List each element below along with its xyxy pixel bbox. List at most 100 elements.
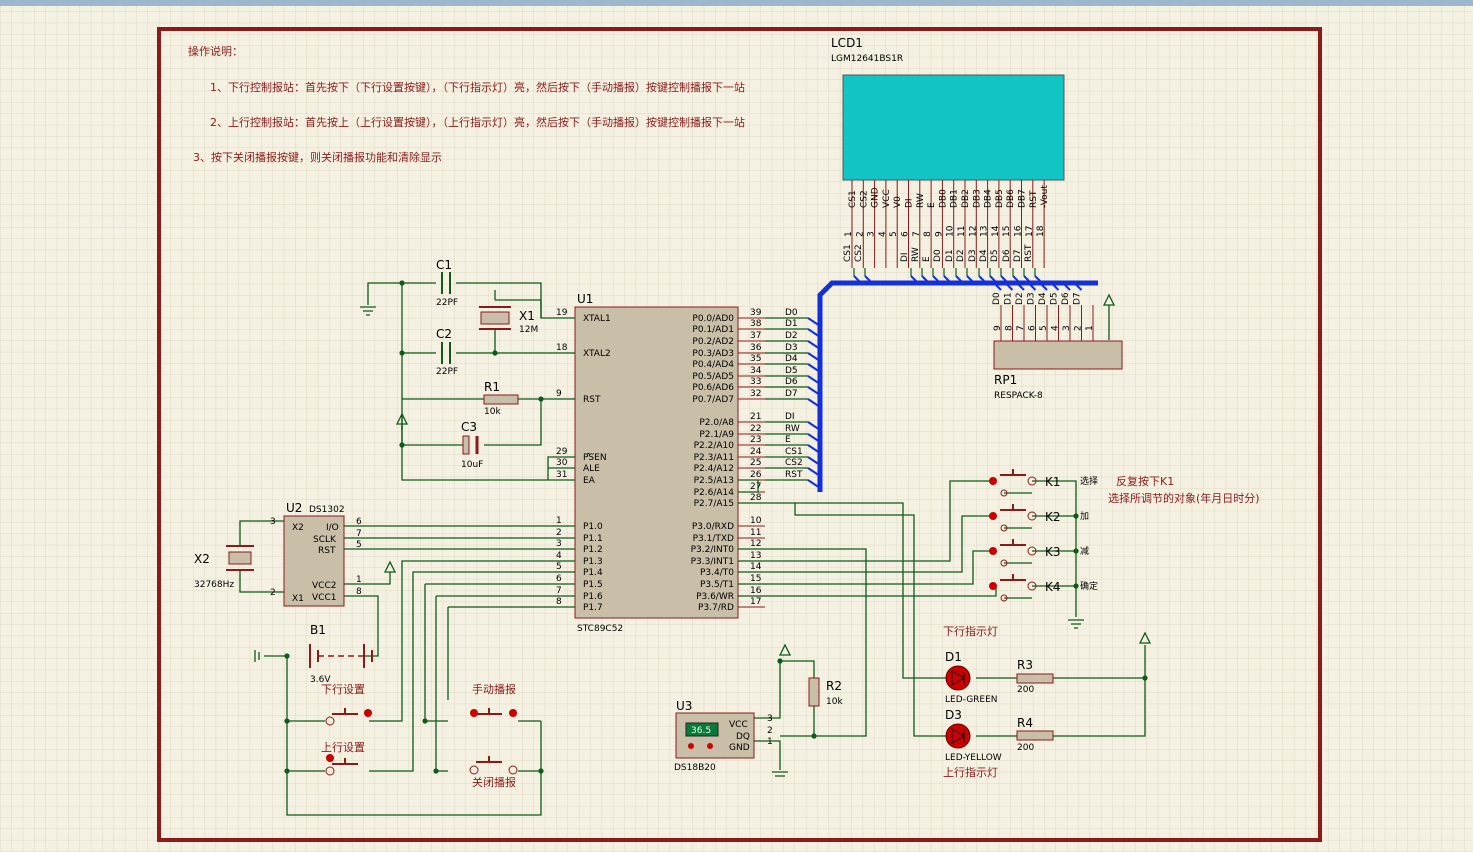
mcu-right-pin-name: P3.7/RD	[698, 603, 734, 613]
notes-line-1: 1、下行控制报站：首先按下（下行设置按键），（下行指示灯）亮，然后按下（手动播报…	[210, 80, 745, 94]
mcu-left-pin-name: ALE	[583, 464, 600, 474]
mcu-right-pin-num: 37	[750, 331, 761, 341]
lcd-pin-num: 3	[867, 231, 877, 237]
power-symbols	[254, 293, 1152, 777]
close-broadcast-button[interactable]: 关闭播报	[469, 756, 518, 789]
led-d1[interactable]: 下行指示灯 D1 LED-GREEN	[943, 624, 998, 705]
rp1-net-label: D1	[1004, 292, 1014, 305]
mcu-right-pin-num: 17	[750, 597, 761, 607]
c1-capacitor[interactable]: C1 22PF	[436, 258, 458, 308]
mcu-bus-entry	[807, 363, 821, 373]
sensor-pin-dq: DQ	[736, 732, 750, 742]
mcu-right-pin-num: 25	[750, 458, 761, 468]
lcd-pin-name: RW	[916, 193, 926, 208]
mcu-right-pin-name: P0.3/AD3	[692, 349, 734, 359]
mcu-left-pin-num: 29	[556, 447, 568, 457]
lcd-net-label: CS1	[843, 244, 853, 262]
key-actuator	[1000, 469, 1026, 476]
rp1-net-label: D0	[992, 292, 1002, 305]
mcu-right-pin-name: P3.0/RXD	[692, 522, 734, 532]
lcd-pin-name: DB4	[984, 189, 994, 208]
lcd-net-label: D7	[1013, 249, 1023, 262]
r1-resistor[interactable]: R1 10k	[483, 380, 519, 417]
c3-capacitor[interactable]: C3 10uF	[461, 420, 483, 470]
mcu-right-pin-num: 14	[750, 562, 762, 572]
rtc-num-sclk: 7	[356, 529, 362, 539]
key-contact-lower	[1000, 594, 1008, 602]
mcu-net-label: CS1	[785, 447, 803, 457]
lcd-pin-name: RST	[1029, 190, 1039, 208]
mcu-bus-entry	[807, 421, 821, 431]
led-d3[interactable]: D3 LED-YELLOW 上行指示灯	[943, 708, 1002, 779]
lcd-pin-num: 7	[912, 231, 922, 237]
c3-ref: C3	[461, 420, 477, 434]
sensor-pin-vcc: VCC	[729, 720, 748, 730]
mcu-left-pin-name: XTAL2	[583, 349, 611, 359]
mcu-left-pin-num: 5	[556, 562, 562, 572]
lcd-pin-name: E	[927, 202, 937, 208]
battery-b1[interactable]: B1 3.6V	[309, 623, 373, 685]
lcd-pin-num: 9	[934, 231, 944, 237]
key-ref: K2	[1045, 510, 1061, 524]
key-actuator	[1000, 539, 1026, 546]
rtc-ds1302[interactable]: U2 DS1302 X2 X1 I/O SCLK RST VCC2 VCC1 3…	[270, 501, 362, 607]
lcd-pin-num: 1	[844, 231, 854, 237]
mcu-bus-entry	[807, 398, 821, 408]
r4-resistor[interactable]: R4 200	[1016, 716, 1054, 753]
rtc-pin-vcc1: VCC1	[312, 593, 336, 603]
lcd-pin-num: 8	[923, 231, 933, 237]
rp1-bus-entry	[1074, 283, 1083, 291]
rp1-ref: RP1	[994, 373, 1017, 387]
mcu-right-pin-name: P2.2/A10	[694, 441, 735, 451]
rtc-pin-x2: X2	[292, 523, 304, 533]
mcu-left-pin-name: P1.6	[583, 592, 603, 602]
key-contact-left	[989, 582, 997, 590]
d3-caption: 上行指示灯	[943, 765, 998, 779]
c1-ref: C1	[436, 258, 452, 272]
r2-resistor[interactable]: R2 10k	[808, 677, 843, 707]
r3-value: 200	[1017, 685, 1034, 695]
mcu-right-pin-num: 16	[750, 586, 762, 596]
x2-crystal[interactable]: X2 32768Hz	[194, 545, 254, 590]
rp1-pin-num: 4	[1051, 325, 1061, 331]
rtc-ref: U2	[286, 501, 302, 515]
mcu-right-pin-name: P3.5/T1	[700, 580, 734, 590]
lcd-net-label: D1	[945, 249, 955, 262]
rtc-pin-sclk: SCLK	[313, 535, 337, 545]
rp1-net-label: D5	[1050, 292, 1060, 305]
r3-resistor[interactable]: R3 200	[1016, 658, 1054, 695]
lcd-pin-name: DB5	[995, 189, 1005, 208]
mcu-right-pin-num: 33	[750, 377, 761, 387]
mcu-bus-entry	[807, 375, 821, 385]
lcd-net-label: CS2	[854, 244, 864, 262]
x1-crystal[interactable]: X1 12M	[479, 306, 538, 335]
notes-line-2: 2、上行控制报站：首先按上（上行设置按键），（上行指示灯）亮，然后按下（手动播报…	[210, 115, 745, 129]
left-buttons[interactable]: 下行设置 上行设置 手动播报 关闭播报	[321, 682, 518, 789]
manual-broadcast-button[interactable]: 手动播报	[470, 682, 517, 717]
sensor-ds18b20[interactable]: U3 36.5 VCC DQ GND 3 2 1 DS18B20	[674, 699, 773, 773]
x2-ref: X2	[194, 552, 210, 566]
lcd-net-label: D5	[990, 249, 1000, 262]
sensor-num-dq: 2	[767, 726, 773, 736]
mcu-left-pin-name: XTAL1	[583, 314, 611, 324]
lcd-pin-name: CS2	[859, 190, 869, 208]
lcd-module[interactable]: LCD1 LGM12641BS1R CS11CS22GND3VCC4V05DI6…	[831, 36, 1065, 284]
mcu-right-pin-num: 27	[750, 482, 761, 492]
key-ref: K4	[1045, 580, 1061, 594]
mcu-net-label: D0	[785, 308, 798, 318]
mcu-right-pin-num: 32	[750, 389, 761, 399]
down-set-button[interactable]: 下行设置	[321, 683, 372, 726]
mcu-bus-entry	[807, 328, 821, 338]
close-label: 关闭播报	[472, 775, 516, 789]
c2-capacitor[interactable]: C2 22PF	[436, 327, 458, 377]
up-set-button[interactable]: 上行设置	[321, 741, 365, 776]
manual-label: 手动播报	[472, 682, 516, 696]
